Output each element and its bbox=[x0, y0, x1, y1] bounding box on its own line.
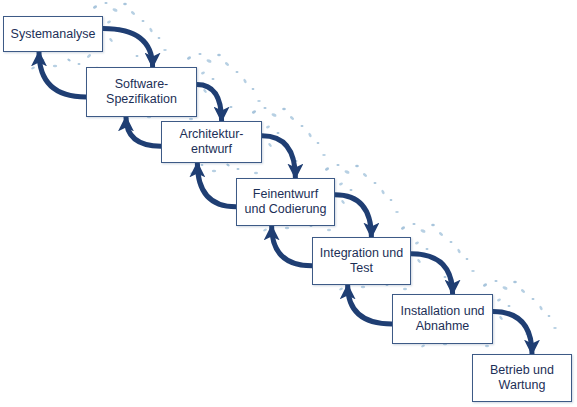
flow-arrow bbox=[197, 163, 236, 207]
phase-label: Architektur- entwurf bbox=[167, 127, 256, 157]
flow-arrow bbox=[335, 195, 371, 237]
flow-arrow bbox=[126, 117, 161, 146]
flow-arrow bbox=[348, 285, 392, 324]
phase-label: Integration und Test bbox=[318, 246, 405, 276]
flow-arrow bbox=[272, 226, 312, 266]
flow-arrow bbox=[411, 254, 453, 294]
phase-box: Feinentwurf und Codierung bbox=[236, 178, 335, 226]
flow-arrow bbox=[103, 29, 153, 67]
flow-arrow bbox=[197, 85, 222, 122]
phase-box: Integration und Test bbox=[312, 237, 411, 285]
phase-label: Software- Spezifikation bbox=[92, 77, 191, 107]
phase-label: Betrieb und Wartung bbox=[478, 363, 566, 393]
phase-label: Feinentwurf und Codierung bbox=[242, 187, 329, 217]
phase-box: Systemanalyse bbox=[3, 16, 103, 52]
flow-arrow bbox=[262, 136, 295, 178]
phase-label: Systemanalyse bbox=[11, 27, 96, 42]
phase-box: Betrieb und Wartung bbox=[472, 354, 572, 402]
phase-box: Installation und Abnahme bbox=[392, 294, 493, 344]
phase-label: Installation und Abnahme bbox=[398, 304, 487, 334]
phase-box: Software- Spezifikation bbox=[86, 67, 197, 117]
phase-box: Architektur- entwurf bbox=[161, 121, 262, 163]
flow-arrow bbox=[493, 312, 532, 355]
flow-arrow bbox=[39, 52, 86, 97]
